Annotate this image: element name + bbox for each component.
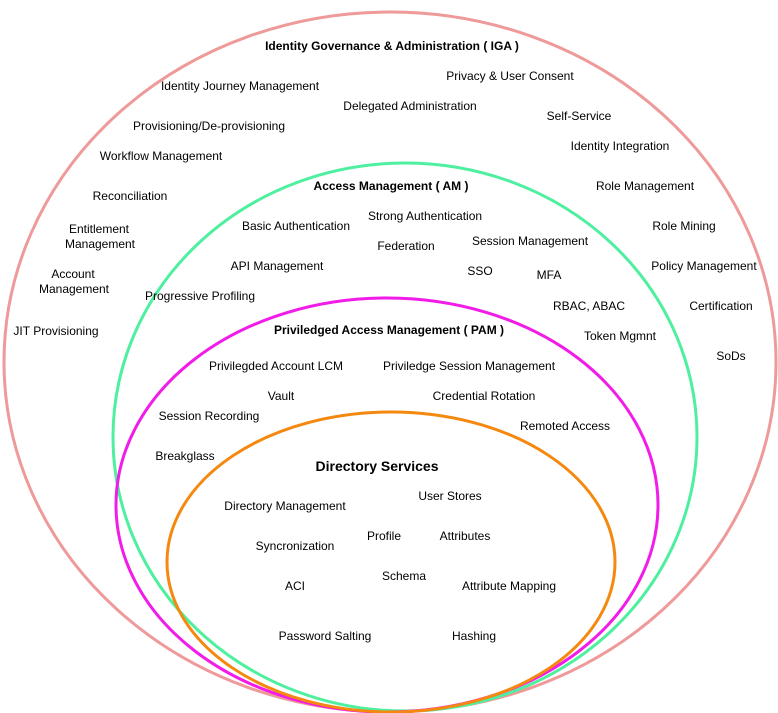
ds-title: Directory Services xyxy=(316,458,439,474)
ds-item-profile: Profile xyxy=(367,529,401,543)
iga-item-jit-provisioning: JIT Provisioning xyxy=(13,324,98,338)
iga-item-reconciliation: Reconciliation xyxy=(93,189,168,203)
iga-item-workflow-management: Workflow Management xyxy=(100,149,223,163)
pam-title: Priviledged Access Management ( PAM ) xyxy=(274,323,504,337)
ds-item-password-salting: Password Salting xyxy=(279,629,372,643)
iga-item-privacy-user-consent: Privacy & User Consent xyxy=(446,69,574,83)
iga-item-policy-management: Policy Management xyxy=(651,259,757,273)
ds-item-schema: Schema xyxy=(382,569,426,583)
am-item-federation: Federation xyxy=(377,239,434,253)
am-item-api-management: API Management xyxy=(231,259,324,273)
ds-item-aci: ACI xyxy=(285,579,305,593)
iga-item-entitlement-line1: Entitlement xyxy=(69,222,130,236)
am-item-strong-authentication: Strong Authentication xyxy=(368,209,482,223)
iga-item-account-line2: Management xyxy=(39,282,110,296)
ds-ring xyxy=(165,410,617,713)
iga-title: Identity Governance & Administration ( I… xyxy=(265,39,519,53)
pam-item-remoted-access: Remoted Access xyxy=(520,419,610,433)
am-item-basic-authentication: Basic Authentication xyxy=(242,219,350,233)
iga-item-identity-integration: Identity Integration xyxy=(571,139,670,153)
ds-item-syncronization: Syncronization xyxy=(256,539,335,553)
iga-item-provisioning: Provisioning/De-provisioning xyxy=(133,119,285,133)
ds-item-attributes: Attributes xyxy=(440,529,491,543)
ds-item-directory-management: Directory Management xyxy=(224,499,346,513)
am-item-sso: SSO xyxy=(467,264,492,278)
iga-item-entitlement-line2: Management xyxy=(65,237,136,251)
ds-item-attribute-mapping: Attribute Mapping xyxy=(462,579,556,593)
am-item-progressive-profiling: Progressive Profiling xyxy=(145,289,255,303)
iga-item-role-management: Role Management xyxy=(596,179,695,193)
iga-item-delegated-administration: Delegated Administration xyxy=(343,99,476,113)
am-title: Access Management ( AM ) xyxy=(314,179,469,193)
pam-item-session-recording: Session Recording xyxy=(159,409,260,423)
pam-item-vault: Vault xyxy=(268,389,295,403)
iga-item-self-service: Self-Service xyxy=(547,109,612,123)
am-item-rbac-abac: RBAC, ABAC xyxy=(553,299,625,313)
ds-item-user-stores: User Stores xyxy=(418,489,481,503)
iga-item-certification: Certification xyxy=(689,299,752,313)
am-item-mfa: MFA xyxy=(537,268,562,282)
am-item-session-management: Session Management xyxy=(472,234,589,248)
am-item-token-mgmnt: Token Mgmnt xyxy=(584,329,657,343)
iga-item-sods: SoDs xyxy=(716,349,745,363)
pam-item-privilege-session-management: Priviledge Session Management xyxy=(383,359,556,373)
pam-item-privileged-account-lcm: Privilegded Account LCM xyxy=(209,359,343,373)
iga-item-identity-journey-management: Identity Journey Management xyxy=(161,79,320,93)
pam-item-credential-rotation: Credential Rotation xyxy=(433,389,536,403)
pam-item-breakglass: Breakglass xyxy=(155,449,214,463)
iga-item-role-mining: Role Mining xyxy=(652,219,715,233)
iga-item-account-line1: Account xyxy=(51,267,95,281)
ds-item-hashing: Hashing xyxy=(452,629,496,643)
